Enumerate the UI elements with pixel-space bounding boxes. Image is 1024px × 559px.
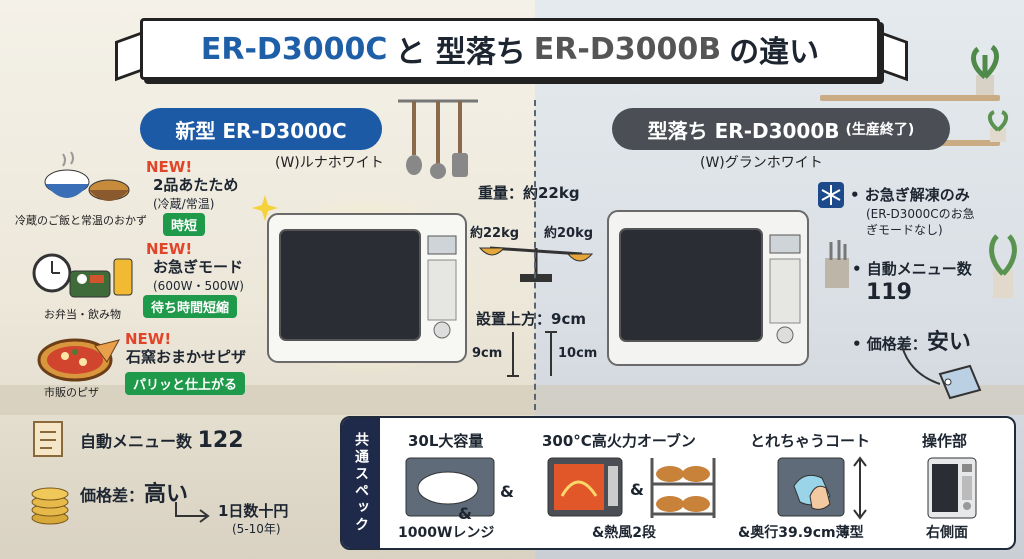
old-price-value: 安い bbox=[926, 330, 971, 355]
feature-1-caption: 冷蔵のご飯と常温のおかず bbox=[15, 214, 147, 227]
comparison-divider bbox=[534, 100, 536, 410]
weight-left: 約22kg bbox=[470, 226, 520, 241]
pizza-icon bbox=[37, 338, 120, 382]
plant-icon bbox=[971, 45, 999, 95]
page-title: ER-D3000C と 型落ち ER-D3000B の違い bbox=[140, 18, 880, 80]
weight-label: 重量：約22kg bbox=[478, 184, 580, 202]
feature-1-new-label: NEW! bbox=[146, 158, 193, 176]
microwave-plate-icon bbox=[405, 457, 495, 517]
spec-1-amp-lower: & bbox=[458, 504, 472, 523]
coin-stack-icon bbox=[31, 487, 69, 525]
old-thaw-title: • お急ぎ解凍のみ bbox=[850, 186, 970, 204]
old-model-badge-note: (生産終了) bbox=[845, 122, 915, 138]
feature-1-sub: (冷蔵/常温) bbox=[153, 197, 215, 211]
title-connector: と 型落ち bbox=[395, 35, 526, 70]
spec-2-foot: &熱風2段 bbox=[592, 525, 656, 541]
new-microwave-illustration bbox=[262, 196, 474, 372]
feature-3-title: 石窯おまかせピザ bbox=[126, 348, 247, 366]
spec-3-foot: &奥行39.9cm薄型 bbox=[738, 525, 864, 541]
spec-1-amp: & bbox=[500, 482, 514, 501]
plant-side-icon bbox=[989, 234, 1017, 298]
balance-scale-icon bbox=[478, 246, 594, 282]
timer-bento-drink-icon bbox=[32, 253, 133, 298]
feature-2-caption: お弁当・飲み物 bbox=[44, 308, 121, 321]
clearance-left: 9cm bbox=[472, 346, 503, 361]
new-auto-menu-label: 自動メニュー数 bbox=[80, 432, 193, 451]
clearance-right: 10cm bbox=[558, 346, 598, 361]
feature-2-new-label: NEW! bbox=[146, 240, 193, 258]
spec-2-amp: & bbox=[630, 480, 644, 499]
hanging-utensils-icon bbox=[398, 99, 478, 179]
new-model-badge: 新型 ER-D3000C bbox=[140, 108, 382, 150]
receipt-scroll-icon bbox=[33, 421, 63, 457]
common-specs-panel: 共通スペック 30L大容量 & & 1000Wレンジ 300°C高火力オーブン … bbox=[340, 416, 1016, 550]
title-suffix: の違い bbox=[729, 35, 820, 70]
old-auto-menu-value: 119 bbox=[866, 280, 912, 305]
price-tag-icon bbox=[901, 345, 982, 400]
new-price-value: 高い bbox=[144, 482, 189, 507]
utensil-holder-icon bbox=[825, 240, 849, 288]
feature-1-tag: 時短 bbox=[163, 213, 206, 236]
clearance-top: 設置上方：9cm bbox=[476, 310, 586, 328]
spec-2-head: 300°C高火力オーブン bbox=[542, 432, 696, 450]
spec-4-head: 操作部 bbox=[922, 432, 968, 450]
old-microwave-illustration bbox=[607, 210, 809, 366]
old-auto-menu-label: • 自動メニュー数 bbox=[852, 260, 972, 278]
old-model-badge-label: 型落ち ER-D3000B bbox=[647, 118, 840, 143]
price-note-sub: (5-10年) bbox=[232, 522, 281, 536]
feature-2-title-text: お急ぎモード bbox=[153, 258, 244, 276]
oven-heat-icon bbox=[547, 457, 623, 517]
spec-4-foot: 右側面 bbox=[926, 525, 968, 541]
old-model-badge: 型落ち ER-D3000B (生産終了) bbox=[612, 108, 950, 150]
rice-and-side-dish-icon bbox=[44, 151, 130, 201]
old-thaw-sub: (ER-D3000Cのお急ぎモードなし) bbox=[866, 207, 975, 237]
feature-2-tag: 待ち時間短縮 bbox=[143, 295, 238, 318]
feature-2-title: お急ぎモード (600W・500W) bbox=[153, 258, 244, 296]
price-note: 1日数十円 bbox=[218, 502, 289, 520]
new-price: 価格差：高い bbox=[80, 476, 188, 508]
plant-small-icon bbox=[987, 110, 1009, 142]
snowflake-icon bbox=[818, 182, 844, 208]
feature-1-title-text: 2品あたため bbox=[153, 176, 239, 194]
arrow-right-icon bbox=[175, 502, 210, 523]
sparkle-icon bbox=[252, 195, 278, 221]
new-model-badge-label: 新型 ER-D3000C bbox=[175, 118, 347, 143]
old-model-color: (W)グランホワイト bbox=[700, 155, 823, 171]
title-new-model: ER-D3000C bbox=[200, 31, 388, 67]
new-model-color: (W)ルナホワイト bbox=[275, 155, 384, 171]
common-specs-label: 共通スペック bbox=[342, 418, 380, 548]
clearance-arrows-icon bbox=[507, 331, 557, 377]
new-price-label: 価格差： bbox=[80, 486, 145, 505]
old-price-label: • 価格差：安い bbox=[852, 324, 971, 356]
spec-1-foot: 1000Wレンジ bbox=[398, 525, 495, 541]
wipe-coating-icon bbox=[777, 456, 867, 520]
feature-3-new-label: NEW! bbox=[125, 330, 172, 348]
side-control-panel-icon bbox=[927, 457, 977, 519]
spec-1-head: 30L大容量 bbox=[408, 432, 484, 450]
new-auto-menu: 自動メニュー数 122 bbox=[80, 428, 244, 453]
feature-1-title: 2品あたため (冷蔵/常温) bbox=[153, 176, 238, 214]
weight-right: 約20kg bbox=[544, 226, 594, 241]
feature-3-tag: パリッと仕上がる bbox=[125, 372, 246, 395]
new-auto-menu-value: 122 bbox=[197, 428, 244, 453]
feature-2-sub: (600W・500W) bbox=[153, 279, 244, 293]
two-tier-bread-icon bbox=[650, 458, 716, 518]
old-price-label-text: • 価格差： bbox=[852, 335, 927, 353]
title-old-model: ER-D3000B bbox=[533, 31, 722, 67]
feature-3-caption: 市販のピザ bbox=[44, 386, 99, 399]
spec-3-head: とれちゃうコート bbox=[750, 432, 871, 450]
wall-shelf-upper bbox=[820, 95, 1000, 101]
